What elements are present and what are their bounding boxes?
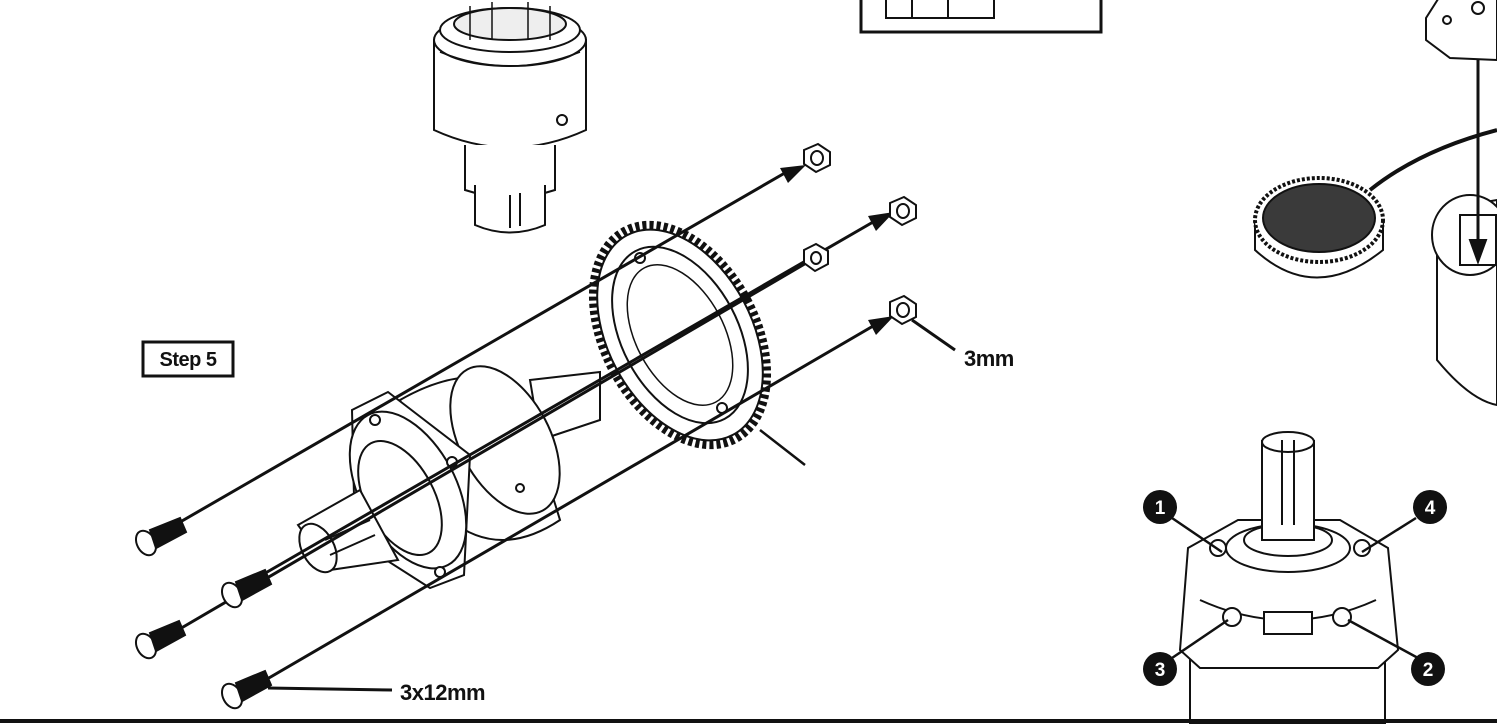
svg-text:3: 3	[1155, 660, 1166, 681]
step-label: Step 5	[159, 349, 216, 371]
right-lower-assembly	[1178, 431, 1400, 724]
nuts	[803, 142, 917, 326]
sequence-marker-3: 3	[1143, 652, 1177, 686]
sequence-leader-lines	[1171, 516, 1419, 660]
sequence-marker-4: 4	[1413, 490, 1447, 524]
sequence-marker-2: 2	[1411, 652, 1445, 686]
svg-text:2: 2	[1423, 660, 1434, 681]
screw-callout-line	[267, 686, 393, 692]
right-upper-assembly	[1253, 0, 1497, 407]
sequence-marker-1: 1	[1143, 490, 1177, 524]
screws	[134, 516, 273, 710]
step-badge: Step 5	[141, 340, 235, 378]
nut-callout-line	[911, 318, 956, 352]
arrowheads	[780, 165, 894, 335]
differential-housing-top	[433, 2, 587, 234]
inset-box	[859, 0, 1103, 34]
svg-text:4: 4	[1425, 498, 1436, 519]
nut-size-label: 3mm	[964, 346, 1014, 371]
screw-size-label: 3x12mm	[400, 680, 485, 705]
svg-text:1: 1	[1155, 498, 1166, 519]
alignment-lines	[174, 168, 881, 684]
